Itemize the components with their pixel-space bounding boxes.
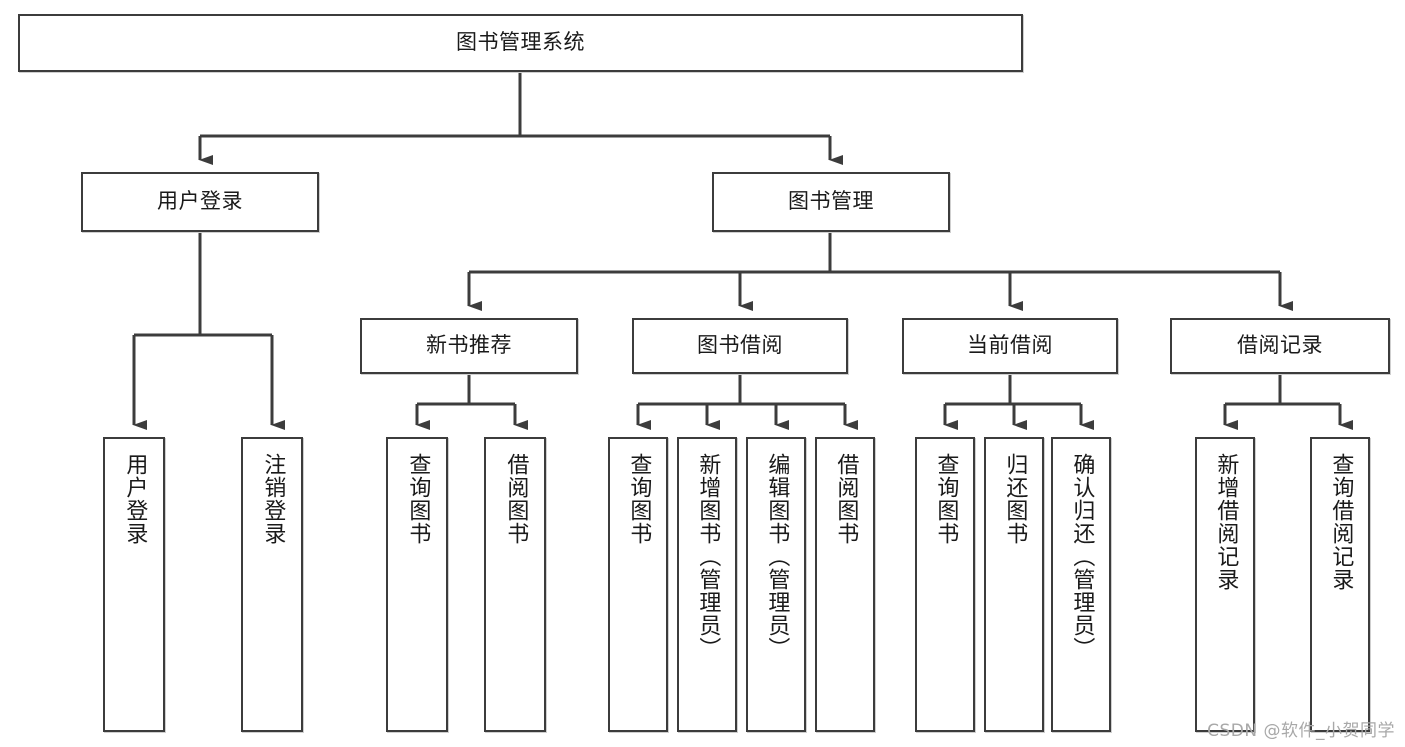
node-book-borrow-label: 图书借阅 [697, 333, 783, 358]
node-leaf-query-book-1[interactable]: 查询图书 [386, 437, 448, 732]
node-leaf-confirm-return-admin-label: 确认归还（管理员） [1069, 453, 1095, 660]
node-leaf-logout-label: 注销登录 [260, 453, 286, 545]
node-borrow-record[interactable]: 借阅记录 [1170, 318, 1390, 374]
node-leaf-add-book-admin-label: 新增图书（管理员） [695, 453, 721, 660]
node-book-borrow[interactable]: 图书借阅 [632, 318, 848, 374]
node-leaf-logout[interactable]: 注销登录 [241, 437, 303, 732]
node-leaf-user-login-label: 用户登录 [122, 453, 148, 545]
node-new-book-recommend-label: 新书推荐 [426, 333, 512, 358]
node-leaf-confirm-return-admin[interactable]: 确认归还（管理员） [1051, 437, 1111, 732]
node-root[interactable]: 图书管理系统 [18, 14, 1023, 72]
node-leaf-query-book-2[interactable]: 查询图书 [608, 437, 668, 732]
node-leaf-add-book-admin[interactable]: 新增图书（管理员） [677, 437, 737, 732]
node-leaf-borrow-book-1[interactable]: 借阅图书 [484, 437, 546, 732]
node-leaf-query-book-3-label: 查询图书 [933, 453, 959, 545]
node-leaf-query-borrow-record[interactable]: 查询借阅记录 [1310, 437, 1370, 732]
node-leaf-query-book-2-label: 查询图书 [626, 453, 652, 545]
node-leaf-edit-book-admin[interactable]: 编辑图书（管理员） [746, 437, 806, 732]
node-current-borrow-label: 当前借阅 [967, 333, 1053, 358]
node-leaf-query-book-1-label: 查询图书 [405, 453, 431, 545]
node-leaf-user-login[interactable]: 用户登录 [103, 437, 165, 732]
node-root-label: 图书管理系统 [456, 30, 585, 55]
node-leaf-return-book-label: 归还图书 [1002, 453, 1028, 545]
node-book-manage[interactable]: 图书管理 [712, 172, 950, 232]
node-borrow-record-label: 借阅记录 [1237, 333, 1323, 358]
node-user-login[interactable]: 用户登录 [81, 172, 319, 232]
node-leaf-query-book-3[interactable]: 查询图书 [915, 437, 975, 732]
node-leaf-add-borrow-record-label: 新增借阅记录 [1213, 453, 1239, 591]
node-leaf-return-book[interactable]: 归还图书 [984, 437, 1044, 732]
node-leaf-query-borrow-record-label: 查询借阅记录 [1328, 453, 1354, 591]
node-leaf-edit-book-admin-label: 编辑图书（管理员） [764, 453, 790, 660]
node-leaf-borrow-book-1-label: 借阅图书 [503, 453, 529, 545]
node-current-borrow[interactable]: 当前借阅 [902, 318, 1118, 374]
node-leaf-borrow-book-2-label: 借阅图书 [833, 453, 859, 545]
node-new-book-recommend[interactable]: 新书推荐 [360, 318, 578, 374]
node-leaf-add-borrow-record[interactable]: 新增借阅记录 [1195, 437, 1255, 732]
watermark-text: CSDN @软件_小贺同学 [1207, 721, 1395, 741]
node-book-manage-label: 图书管理 [788, 189, 874, 214]
node-user-login-label: 用户登录 [157, 189, 243, 214]
node-leaf-borrow-book-2[interactable]: 借阅图书 [815, 437, 875, 732]
